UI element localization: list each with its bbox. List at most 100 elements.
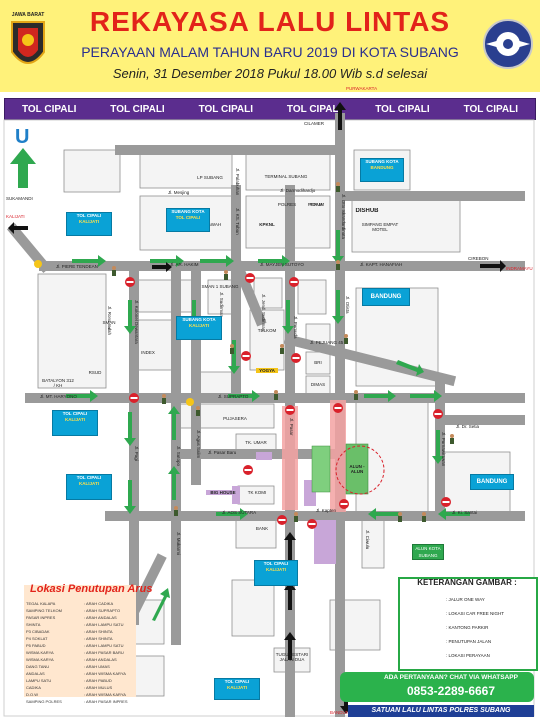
police-officer-icon (336, 260, 340, 270)
block (63, 149, 121, 193)
one-way-arrow (168, 406, 180, 440)
one-way-arrow (168, 466, 180, 500)
one-way-arrow (368, 508, 400, 520)
one-way-arrow (150, 255, 184, 267)
page-subtitle: PERAYAAN MALAM TAHUN BARU 2019 DI KOTA S… (81, 44, 459, 60)
closure-location-name: TEGAL KALAPA (26, 601, 56, 606)
place-label: CIREBON (468, 256, 489, 261)
closure-location-row: SAMPING TELKOM: ARAH SUPRAPTO (26, 607, 136, 614)
closure-location-row: TEGAL KALAPA: ARAH CADIKA (26, 600, 136, 607)
building-label: TERMINAL SUBANG (264, 174, 308, 179)
police-officer-icon (450, 434, 454, 444)
closure-location-row: WISMA KARYA: ARAH ANDALAS (26, 656, 136, 663)
tol-label: TOL CIPALI (286, 103, 342, 115)
legend-title: KETERANGAN GAMBAR : (417, 578, 517, 587)
road-closed-icon (433, 409, 443, 419)
traffic-arrow (480, 260, 506, 272)
block (351, 199, 461, 253)
closure-location-row: P3 CIBADAK: ARAH SHINTA (26, 628, 136, 635)
building-label: BIG HOUSE (206, 490, 240, 495)
road (231, 259, 267, 327)
legend-box (398, 577, 538, 671)
building-label: LP SUBANG (197, 175, 223, 180)
car-free-night-zone (282, 400, 346, 512)
closure-location-name: DANG TANU (26, 664, 50, 669)
block (139, 149, 233, 189)
block (231, 579, 275, 637)
sign-line: SUBANG KOTA (365, 159, 399, 164)
traffic-arrow (284, 532, 296, 560)
street-label: Jl. SUPRAPTO (218, 394, 249, 399)
street-label: Jl. MT. HARYONO (40, 394, 77, 399)
block (253, 277, 283, 309)
police-officer-icon (294, 512, 298, 522)
block (135, 319, 173, 371)
tol-cipali-bar: TOL CIPALI TOL CIPALI TOL CIPALI TOL CIP… (4, 98, 536, 120)
one-way-arrow (282, 300, 294, 334)
street-label: Jl. Otista (345, 296, 350, 314)
closure-location-name: D.O.W (26, 692, 38, 697)
sign-line: KALIJATI (79, 481, 99, 486)
closure-location-row: WISMA KARYA: ARAH PASAR BARU (26, 649, 136, 656)
building-label: TK KOMI (247, 490, 267, 495)
building-label: BRI (314, 360, 322, 365)
closure-location-row: ANDALAS: ARAH WISMA KARYA (26, 670, 136, 677)
building-label: DISHUB (355, 208, 379, 214)
sign-line: KALIJATI (79, 219, 99, 224)
block (297, 279, 327, 315)
tol-label: TOL CIPALI (198, 103, 254, 115)
closure-location-row: P5 PABUD: ARAH LAMPU SATU (26, 642, 136, 649)
place-label: PURWAKARTA (346, 86, 378, 91)
block (37, 273, 107, 389)
one-way-arrow (200, 255, 234, 267)
one-way-arrows (66, 230, 470, 621)
one-way-arrow (124, 412, 136, 446)
place-label: INDRAMAYU (506, 266, 533, 271)
police-officer-icon (336, 182, 340, 192)
road-closed-icon (285, 405, 295, 415)
building-label: TK. UMAR (245, 440, 267, 445)
traffic-arrow (8, 222, 28, 234)
street-label: Jl. PEJUANG 45 (310, 340, 344, 345)
one-way-arrow (438, 508, 470, 520)
building-label: PUJASERA (223, 416, 247, 421)
street-label: Jl. Ciwulu (365, 530, 370, 550)
place-label: BANDUNG (330, 710, 353, 715)
closure-location-direction: : ARAH UMAS (84, 664, 110, 669)
closure-location-name: LAMPU SATU (26, 678, 52, 683)
street-label: Jl. KAPT. HANAFIAH (360, 262, 403, 267)
street-label: Jl. Agus Salim (196, 430, 201, 459)
closure-location-name: P4 SOKLAT (26, 636, 48, 641)
bandung-sign: BANDUNG (362, 288, 410, 306)
street-label: Jl. Pemuda (293, 316, 298, 339)
building-label: TUGU LESTARI JALAN DUA (275, 652, 309, 662)
tol-label: TOL CIPALI (21, 103, 77, 115)
building-label: PERUM (307, 202, 325, 207)
sign-line: KALIJATI (227, 685, 247, 690)
block (237, 485, 275, 505)
closure-location-row: D.O.W: ARAH WISMA KARYA (26, 691, 136, 698)
police-officer-icon (224, 270, 228, 280)
tol-label: TOL CIPALI (375, 103, 430, 115)
legend-item: : LOKASI PERAYAAN (446, 653, 490, 658)
closure-location-row: CADIKA: ARAH MULUS (26, 684, 136, 691)
place-label: KALIJATI (6, 214, 25, 219)
block (235, 515, 277, 549)
building-label: BANK (255, 526, 269, 531)
block (129, 279, 201, 313)
traffic-arrow (284, 632, 296, 660)
celebration-area (311, 443, 385, 495)
legend-item: : PENUTUPAN JALAN (446, 639, 492, 644)
street-label: Jl. Sutopo (176, 446, 181, 467)
map-frame (3, 119, 535, 717)
whatsapp-number[interactable]: 0853-2289-6667 (406, 684, 496, 698)
whatsapp-text: ADA PERTANYAAN? CHAT VIA WHATSAPP (384, 674, 518, 681)
closure-location-name: CADIKA (26, 685, 41, 690)
street-label: Jl. Purnawirawan (441, 432, 446, 467)
street-label: Jl. Pasar (289, 418, 294, 436)
